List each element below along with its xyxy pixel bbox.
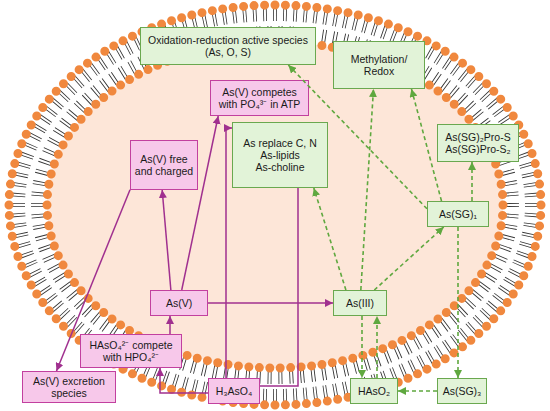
- pathway-arrow: [361, 89, 374, 290]
- species-label: As-lipids: [260, 149, 300, 161]
- species-label: As(V) competes with PO₄³⁻ in ATP: [213, 86, 306, 110]
- pathway-arrow: [226, 128, 232, 378]
- pathway-arrow: [374, 227, 443, 290]
- lipid-heads: [47, 42, 503, 368]
- arsenite-pathway-box: Oxidation-reduction active species (As, …: [140, 27, 316, 65]
- species-label: As(V) excretion species: [25, 375, 113, 399]
- lipid-tails: [38, 33, 512, 377]
- pathway-arrow: [361, 316, 363, 378]
- pathway-arrow: [208, 302, 333, 304]
- pathway-arrow: [411, 89, 441, 201]
- pathway-arrow: [376, 316, 378, 378]
- pathway-arrow: [160, 368, 208, 393]
- species-label: As(SG)Pro-S₂: [445, 143, 510, 155]
- pathway-arrow: [260, 188, 298, 386]
- cytoplasm: [47, 42, 503, 368]
- pathway-arrow: [169, 316, 171, 334]
- pathway-arrow: [471, 162, 473, 201]
- species-label: As(III): [346, 297, 374, 309]
- arsenate-pathway-box: As(V): [150, 290, 208, 316]
- arsenate-pathway-box: As(V) competes with PO₄³⁻ in ATP: [210, 80, 309, 116]
- arsenite-pathway-box: As replace C, NAs-lipidsAs-choline: [232, 122, 328, 188]
- species-label: As(V): [166, 297, 192, 309]
- lipid-tails: [18, 14, 532, 396]
- arsenite-pathway-box: As(SG)₃: [437, 378, 487, 404]
- arsenite-pathway-box: HAsO₂: [350, 378, 398, 404]
- species-label: As(V) free and charged: [133, 153, 195, 177]
- species-label: Methylation/ Redox: [336, 53, 422, 77]
- pathway-arrow: [162, 190, 171, 290]
- pathway-arrow: [314, 188, 346, 290]
- species-label: HAsO₄²⁻ compete with HPO₄²⁻: [83, 339, 179, 363]
- species-label: Oxidation-reduction active species (As, …: [143, 34, 313, 58]
- pathway-arrow: [457, 227, 459, 378]
- lipid-heads: [9, 5, 541, 405]
- species-label: HAsO₂: [358, 385, 390, 397]
- species-label: As-choline: [255, 161, 304, 173]
- species-label: As(SG)₁: [439, 208, 477, 220]
- pathway-arrow: [398, 390, 437, 392]
- species-label: As(SG)₃: [443, 385, 482, 397]
- species-label: As replace C, N: [243, 137, 317, 149]
- pathway-arrow: [288, 65, 427, 209]
- pathway-arrow: [56, 190, 130, 371]
- arsenate-pathway-box: HAsO₄²⁻ compete with HPO₄²⁻: [80, 334, 182, 368]
- arsenite-pathway-box: As(SG)₁: [427, 201, 489, 227]
- species-label: H₃AsO₄: [216, 385, 253, 397]
- arsenite-pathway-box: As(III): [333, 290, 387, 316]
- arsenite-pathway-box: Methylation/ Redox: [333, 41, 425, 89]
- species-label: As(SG)₂Pro-S: [445, 131, 510, 143]
- pathway-arrow: [182, 116, 218, 290]
- arsenate-pathway-box: H₃AsO₄: [208, 378, 260, 404]
- arsenite-pathway-box: As(SG)₂Pro-SAs(SG)Pro-S₂: [437, 124, 519, 162]
- arsenate-pathway-box: As(V) excretion species: [22, 371, 116, 403]
- arsenate-pathway-box: As(V) free and charged: [130, 140, 198, 190]
